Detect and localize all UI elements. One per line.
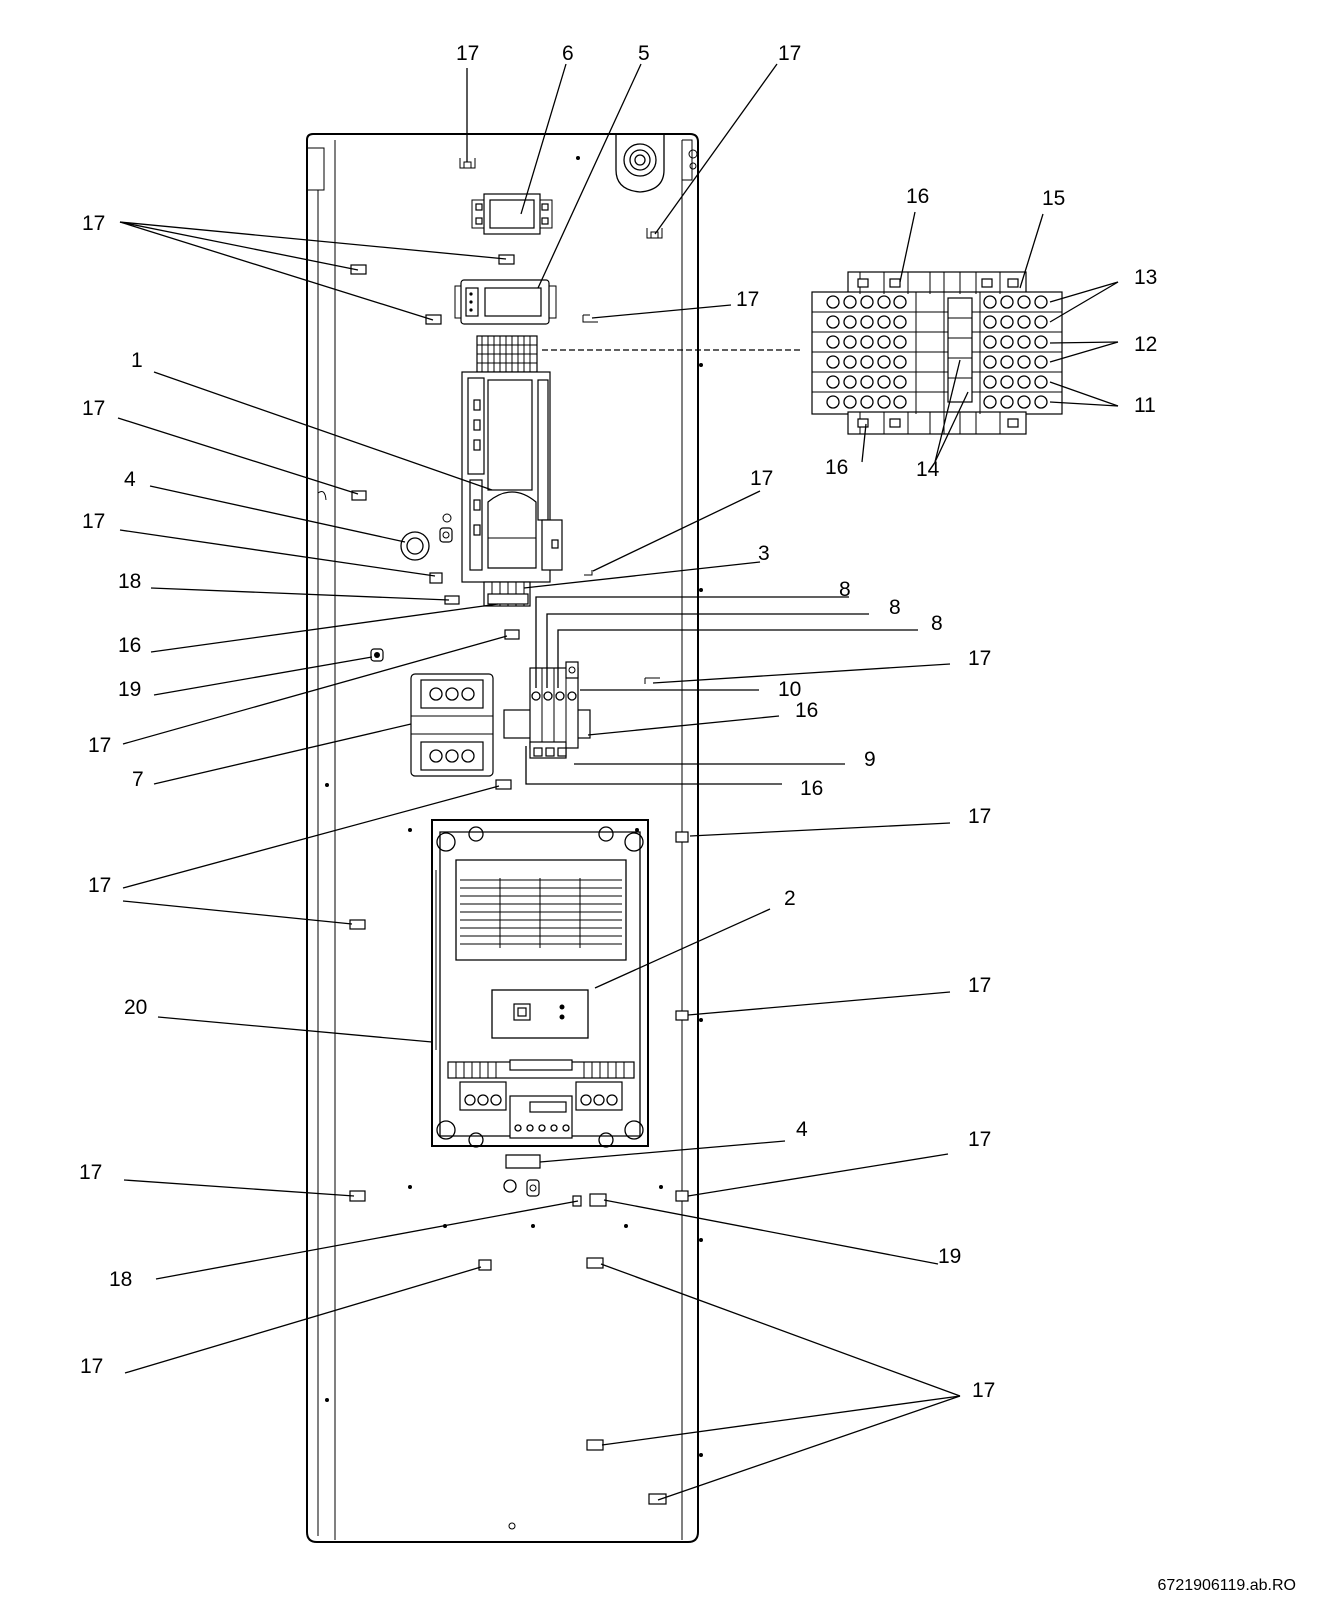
callout-label: 17: [736, 288, 759, 311]
component-19-upper: [370, 648, 384, 662]
callout-label: 17: [968, 974, 991, 997]
component-7-transformer: [410, 673, 494, 777]
callout-label: 20: [124, 996, 147, 1019]
callout-label: 17: [88, 734, 111, 757]
figure-reference: 6721906119.ab.RO: [1158, 1577, 1296, 1594]
cable-clips: [349, 158, 689, 1505]
leader-lines: [117, 63, 1119, 1501]
callout-label: 17: [82, 510, 105, 533]
lower-small-parts: [503, 1154, 607, 1207]
callout-label: 12: [1134, 333, 1157, 356]
drive-vent-grille: [460, 878, 622, 948]
callout-label: 18: [109, 1268, 132, 1291]
callout-label: 4: [124, 468, 136, 491]
callout-label: 17: [750, 467, 773, 490]
callout-label: 4: [796, 1118, 808, 1141]
callout-label: 16: [118, 634, 141, 657]
callout-label: 16: [800, 777, 823, 800]
callout-label: 15: [1042, 187, 1065, 210]
callout-label: 5: [638, 42, 650, 65]
terminal-strip-detail: [811, 271, 1063, 435]
callout-label: 16: [795, 699, 818, 722]
callout-label: 3: [758, 542, 770, 565]
callout-label: 19: [118, 678, 141, 701]
terminal-block-8-9-10: [503, 661, 591, 759]
callout-label: 1: [131, 349, 143, 372]
callout-label: 16: [825, 456, 848, 479]
callout-label: 17: [972, 1379, 995, 1402]
callout-label: 10: [778, 678, 801, 701]
callout-label: 7: [132, 768, 144, 791]
component-6: [471, 193, 553, 235]
callout-label: 8: [931, 612, 943, 635]
callout-label: 9: [864, 748, 876, 771]
callout-label: 18: [118, 570, 141, 593]
component-5: [454, 279, 557, 325]
callout-label: 8: [839, 578, 851, 601]
callout-label: 8: [889, 596, 901, 619]
callout-label: 11: [1134, 394, 1156, 417]
callout-label: 2: [784, 887, 796, 910]
callout-label: 17: [79, 1161, 102, 1184]
callout-label: 17: [82, 397, 105, 420]
callout-label: 13: [1134, 266, 1157, 289]
callout-label: 17: [82, 212, 105, 235]
component-1-controller: [461, 335, 563, 607]
callout-labels: 17 6 5 17 17 17 16 15 13 12 11 1 17 16 1…: [79, 42, 1157, 1402]
callout-label: 17: [88, 874, 111, 897]
callout-label: 6: [562, 42, 574, 65]
callout-label: 17: [968, 805, 991, 828]
callout-label: 14: [916, 458, 940, 481]
callout-label: 17: [968, 1128, 991, 1151]
callout-label: 16: [906, 185, 929, 208]
callout-label: 17: [456, 42, 479, 65]
callout-label: 17: [778, 42, 801, 65]
callout-label: 17: [968, 647, 991, 670]
component-4-grommet: [317, 491, 453, 561]
callout-label: 19: [938, 1245, 961, 1268]
component-2-drive: [431, 819, 649, 1148]
callout-label: 17: [80, 1355, 103, 1378]
